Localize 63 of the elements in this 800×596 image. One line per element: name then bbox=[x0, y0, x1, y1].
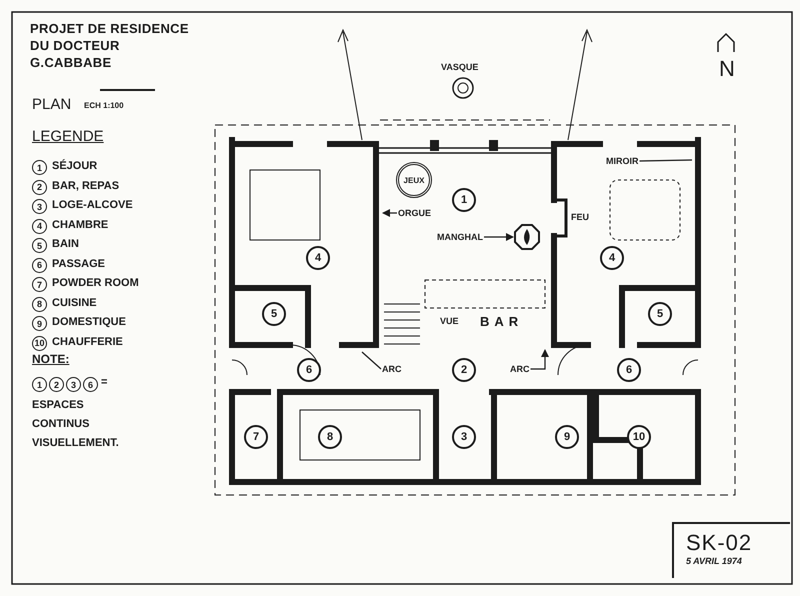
legend-number: 2 bbox=[32, 180, 47, 194]
callout-text: ORGUE bbox=[398, 208, 432, 218]
legend-number: 6 bbox=[83, 377, 98, 392]
leader-line bbox=[382, 209, 397, 217]
room-number: 6 bbox=[297, 358, 321, 382]
legend-number: 1 bbox=[32, 377, 47, 392]
legend-text: CHAMBRE bbox=[52, 218, 108, 230]
legend-text: SÉJOUR bbox=[52, 160, 98, 172]
legend-heading: LEGENDE bbox=[32, 128, 104, 145]
drawing-title: PROJET DE RESIDENCE DU DOCTEUR G.CABBABE bbox=[30, 20, 190, 71]
legend-text: BAIN bbox=[52, 238, 79, 250]
legend-number: 6 bbox=[32, 258, 47, 272]
legend-number: 7 bbox=[32, 277, 47, 292]
room-number: 5 bbox=[262, 302, 286, 326]
legend-number: 1 bbox=[32, 160, 47, 175]
legend-text: CUISINE bbox=[52, 296, 97, 308]
note-text: ESPACES CONTINUS VISUELLEMENT. bbox=[32, 398, 120, 451]
legend-number: 5 bbox=[32, 238, 47, 253]
title-block bbox=[672, 522, 790, 578]
plan-label: PLAN bbox=[32, 96, 72, 113]
legend-text: PASSAGE bbox=[52, 258, 105, 270]
room-number: 5 bbox=[648, 302, 672, 326]
room-number: 9 bbox=[555, 425, 579, 449]
legend-number: 9 bbox=[32, 316, 47, 331]
room-number: 4 bbox=[306, 246, 330, 270]
room-number: 6 bbox=[617, 358, 641, 382]
legend-text: POWDER ROOM bbox=[52, 277, 139, 289]
room-number: 1 bbox=[452, 188, 476, 212]
plan-label: VUE bbox=[440, 316, 459, 326]
game-table-symbol: JEUX bbox=[396, 162, 432, 198]
legend-text: = bbox=[101, 376, 108, 388]
legend-number: 8 bbox=[32, 296, 47, 312]
legend-text: LOGE-ALCOVE bbox=[52, 199, 133, 211]
plan-label: FEU bbox=[571, 212, 589, 222]
leader-line bbox=[639, 159, 692, 162]
room-number: 8 bbox=[318, 425, 342, 449]
legend-number: 10 bbox=[32, 336, 47, 350]
plan-label: VASQUE bbox=[441, 62, 478, 72]
callout-text: ARC bbox=[510, 364, 530, 374]
legend-text: DOMESTIQUE bbox=[52, 316, 126, 328]
room-number: 7 bbox=[244, 425, 268, 449]
legend-number: 4 bbox=[32, 218, 47, 234]
callout-text: MIROIR bbox=[606, 156, 638, 166]
legend-number: 3 bbox=[66, 377, 81, 392]
room-number: 3 bbox=[452, 425, 476, 449]
leader-line bbox=[484, 233, 514, 241]
room-number: 10 bbox=[627, 425, 651, 449]
legend-text: CHAUFFERIE bbox=[52, 336, 123, 348]
north-arrow-label: N bbox=[719, 56, 735, 82]
room-number: 2 bbox=[452, 358, 476, 382]
legend-text: BAR, REPAS bbox=[52, 180, 120, 192]
callout-text: MANGHAL bbox=[437, 232, 483, 242]
date-text: 5 AVRIL 1974 bbox=[686, 556, 743, 566]
plan-label: BAR bbox=[480, 314, 524, 329]
note-heading: NOTE: bbox=[32, 352, 70, 366]
sheet-number: SK-02 bbox=[686, 530, 754, 556]
leader-line bbox=[362, 352, 382, 370]
leader-line bbox=[530, 349, 549, 370]
legend-number: 3 bbox=[32, 199, 47, 214]
legend-number: 2 bbox=[49, 377, 64, 392]
room-number: 4 bbox=[600, 246, 624, 270]
callout-text: ARC bbox=[382, 364, 402, 374]
scale-label: ECH 1:100 bbox=[84, 101, 124, 110]
